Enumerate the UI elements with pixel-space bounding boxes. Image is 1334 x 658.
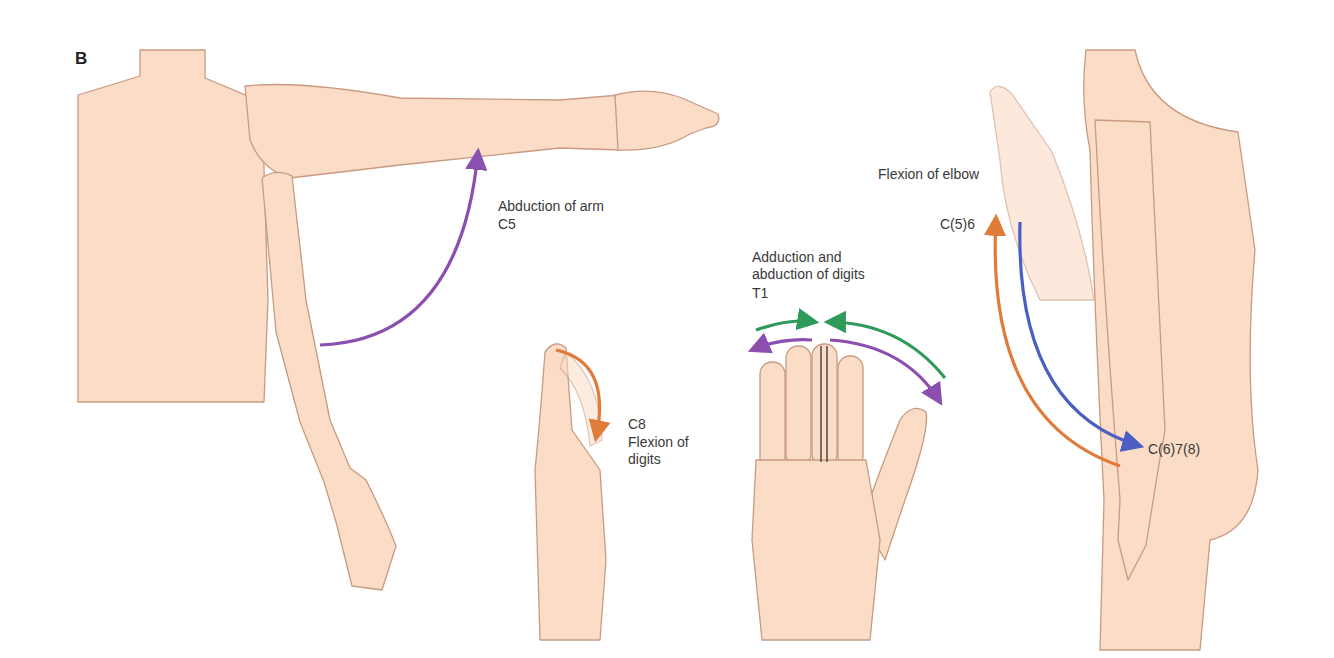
motion-arrow (752, 340, 812, 350)
finger (838, 356, 863, 468)
motion-arrow (830, 340, 940, 402)
hand-side (535, 344, 606, 640)
flexed-forearm (990, 86, 1094, 300)
abducted-arm (245, 85, 620, 179)
panel-letter: B (75, 50, 87, 67)
finger (786, 346, 811, 466)
midline (826, 346, 827, 462)
figure-label: Flexion of elbow (878, 166, 979, 183)
side-body (1084, 50, 1258, 650)
finger (812, 344, 837, 466)
finger (760, 362, 785, 472)
palm (752, 460, 880, 640)
figure-label: T1 (752, 285, 768, 302)
motion-arrow (320, 152, 478, 345)
motion-arrow (1020, 222, 1140, 446)
motion-arrow (556, 350, 600, 438)
figure-label: Adduction and abduction of digits (752, 249, 892, 283)
hanging-arm (1095, 120, 1165, 580)
motion-arrow (828, 322, 945, 378)
hanging-arm (262, 172, 396, 590)
figure-label: C8 (628, 416, 646, 433)
abducted-hand (615, 91, 719, 150)
figure-label: Flexion of digits (628, 434, 694, 468)
midline (820, 346, 821, 462)
figure-label: C(5)6 (940, 216, 975, 233)
figure-label: Abduction of arm (498, 198, 604, 215)
motion-arrow (756, 321, 815, 330)
figure-label: C(6)7(8) (1148, 441, 1200, 458)
torso (78, 50, 268, 402)
figure-label: C5 (498, 216, 516, 233)
